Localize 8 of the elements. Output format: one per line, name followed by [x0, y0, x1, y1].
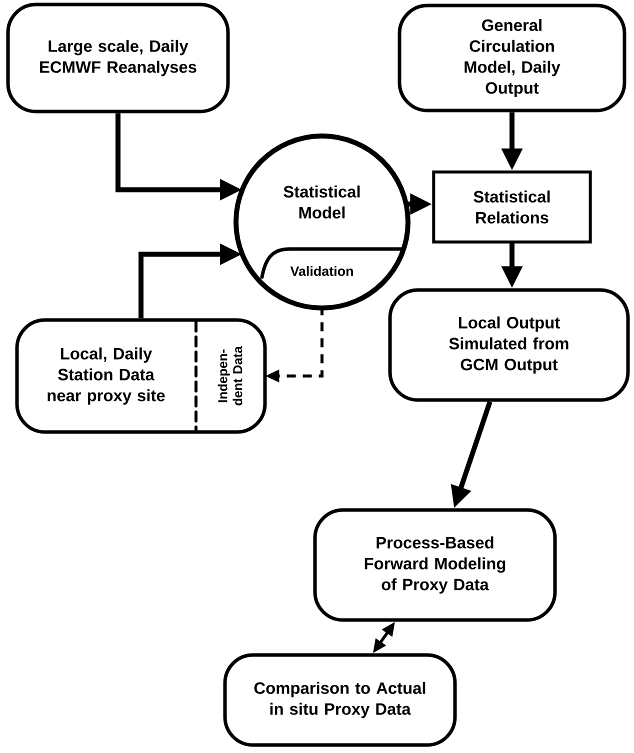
process-box: Large scale, Daily ECMWF Reanalyses — [6, 2, 230, 114]
relation-box: Statistical Relations — [432, 170, 592, 244]
process-box: Local Output Simulated from GCM Output — [388, 288, 630, 402]
validation-segment: Validation — [260, 247, 406, 279]
process-box: Comparison to Actual in situ Proxy Data — [223, 653, 457, 747]
process-box: Process-Based Forward Modeling of Proxy Data — [313, 508, 557, 622]
independent-data-section: Indepen- dent Data — [194, 320, 242, 432]
process-box: General Circulation Model, Daily Output — [398, 4, 626, 112]
